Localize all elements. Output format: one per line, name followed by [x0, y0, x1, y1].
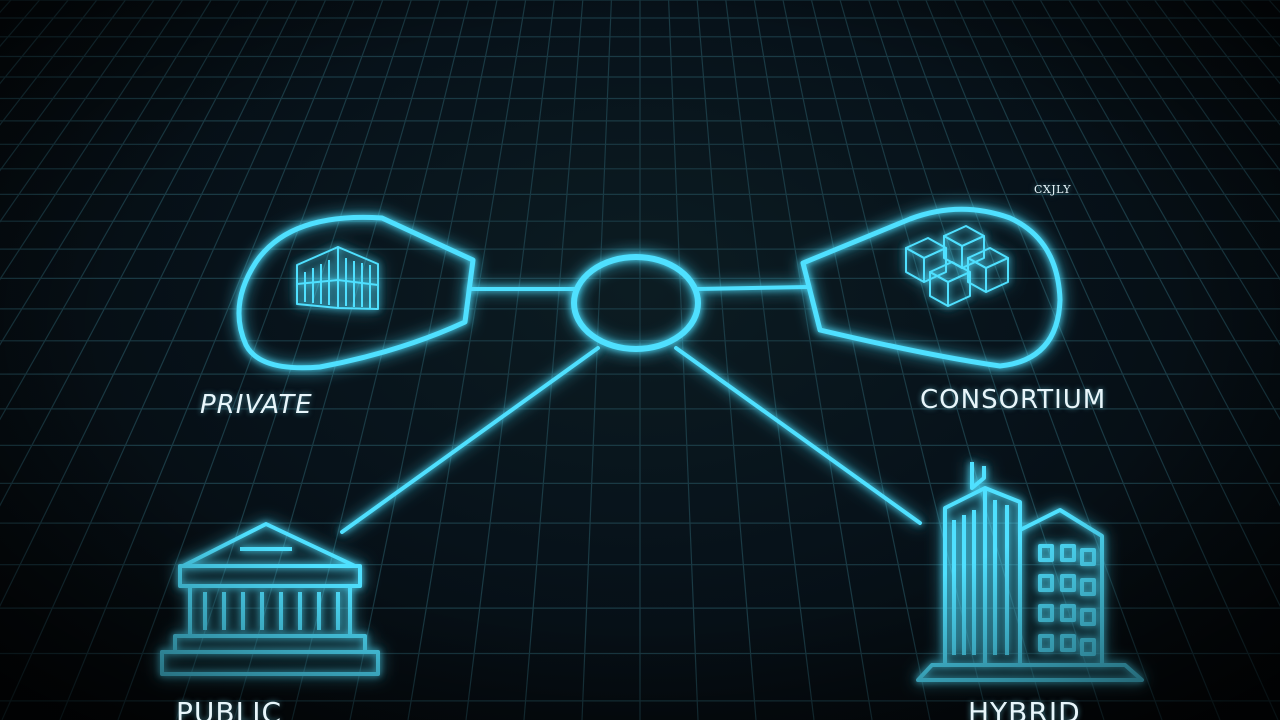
label-private: PRIVATE: [200, 390, 313, 420]
small-tag-text: CXJLY: [1034, 183, 1072, 196]
label-consortium: CONSORTIUM: [920, 385, 1107, 415]
label-hybrid: HYBRID: [968, 696, 1081, 720]
label-public: PUBLIC: [176, 696, 282, 720]
